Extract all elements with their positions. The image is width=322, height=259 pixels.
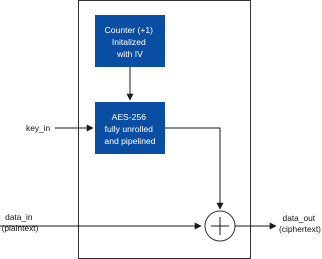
aes-line-1: AES-256 bbox=[112, 112, 147, 122]
data-in-line-2: (plaintext) bbox=[2, 223, 39, 233]
counter-line-3: with IV bbox=[116, 49, 143, 59]
data-out-line-2: (ciphertext) bbox=[279, 224, 321, 234]
arrow-aes-to-xor bbox=[165, 127, 224, 210]
counter-block-label: Counter (+1) Initalized with IV bbox=[105, 25, 156, 59]
key-in-label: key_in bbox=[26, 123, 51, 133]
counter-line-1: Counter (+1) bbox=[105, 25, 154, 35]
aes-line-2: fully unrolled bbox=[105, 124, 153, 134]
aes-block-label: AES-256 fully unrolled and pipelined bbox=[104, 112, 155, 146]
aes-block bbox=[95, 102, 165, 154]
data-out-label: data_out (ciphertext) bbox=[279, 213, 321, 234]
counter-line-2: Initalized bbox=[112, 37, 146, 47]
aes-line-3: and pipelined bbox=[104, 136, 155, 146]
counter-block bbox=[95, 15, 165, 67]
data-in-label: data_in (plaintext) bbox=[2, 212, 39, 233]
data-in-line-1: data_in bbox=[5, 212, 33, 222]
data-out-line-1: data_out bbox=[283, 213, 316, 223]
